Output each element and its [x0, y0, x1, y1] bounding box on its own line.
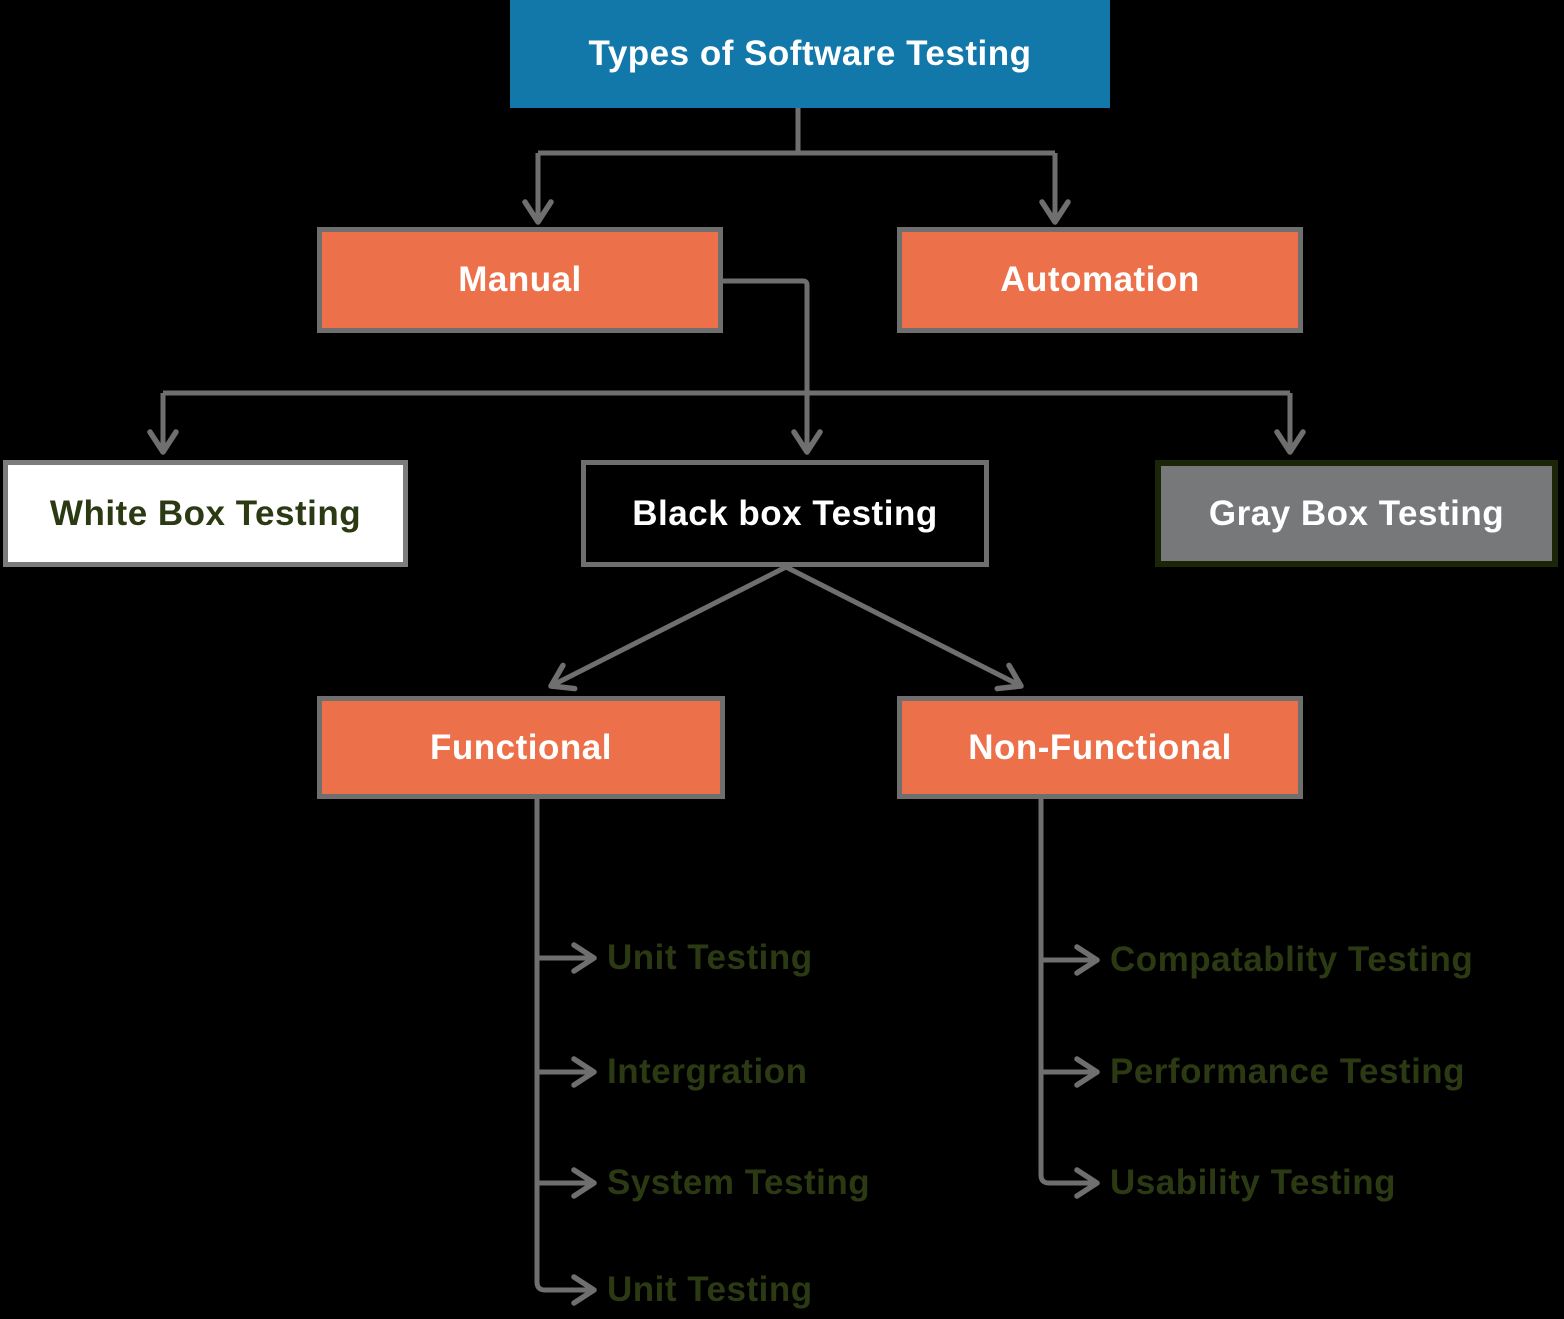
leaf-functional-unit-testing-2: Unit Testing — [607, 1270, 813, 1309]
node-black-box-testing: Black box Testing — [581, 460, 989, 567]
node-white-box-label: White Box Testing — [49, 493, 362, 533]
node-non-functional-label: Non-Functional — [968, 727, 1232, 767]
node-white-box-testing: White Box Testing — [3, 460, 408, 567]
leaf-nonfunctional-usability-testing: Usability Testing — [1110, 1163, 1396, 1202]
leaf-nonfunctional-performance-testing: Performance Testing — [1110, 1052, 1466, 1091]
edge-functional-spine — [534, 799, 597, 1306]
node-functional: Functional — [317, 696, 725, 799]
node-non-functional: Non-Functional — [897, 696, 1303, 799]
leaf-nonfunctional-compatablity-testing: Compatablity Testing — [1110, 940, 1474, 979]
node-automation: Automation — [897, 227, 1303, 333]
node-gray-box-label: Gray Box Testing — [1208, 493, 1505, 533]
leaf-functional-unit-testing: Unit Testing — [607, 938, 813, 977]
edge-to-functional — [548, 564, 788, 692]
leaf-functional-intergration: Intergration — [607, 1052, 808, 1091]
node-black-box-label: Black box Testing — [632, 493, 938, 533]
node-manual-label: Manual — [458, 260, 582, 299]
node-title-label: Types of Software Testing — [588, 34, 1032, 73]
node-manual: Manual — [317, 227, 723, 333]
node-functional-label: Functional — [430, 727, 612, 767]
connector-group — [147, 108, 1306, 1306]
node-gray-box-testing: Gray Box Testing — [1155, 460, 1558, 567]
edge-manual-elbow — [723, 278, 810, 393]
node-automation-label: Automation — [1000, 260, 1200, 299]
leaf-functional-system-testing: System Testing — [607, 1163, 871, 1202]
edge-to-nonfunctional — [784, 564, 1024, 692]
node-types-of-software-testing: Types of Software Testing — [510, 0, 1110, 108]
edge-nonfunctional-spine — [1038, 799, 1100, 1199]
